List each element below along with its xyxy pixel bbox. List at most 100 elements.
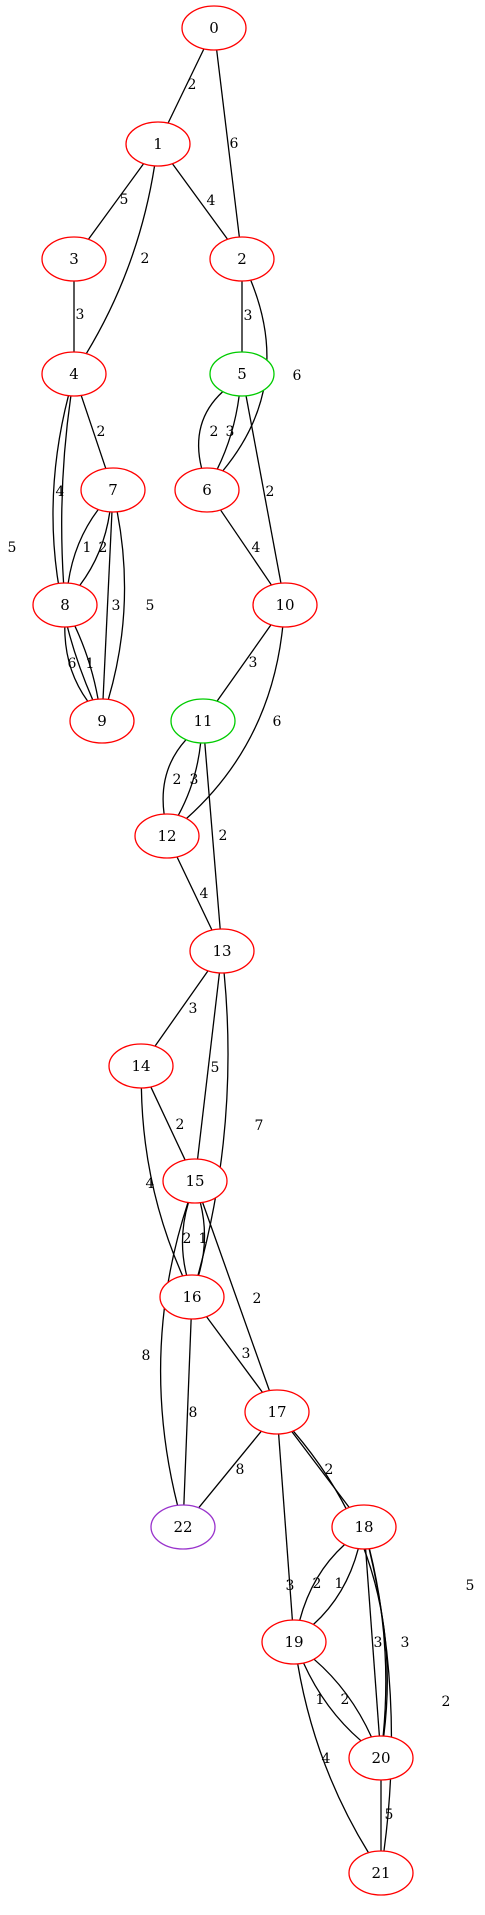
edge-label-13-15: 5 xyxy=(211,1060,220,1076)
edge-label-15-16: 2 xyxy=(183,1231,192,1247)
node-ellipse-7 xyxy=(80,467,146,513)
edge-13-16 xyxy=(197,972,229,1276)
edge-label-2-6: 6 xyxy=(293,368,302,384)
edge-7-9 xyxy=(102,511,113,700)
node-10: 10 xyxy=(252,582,318,628)
node-label-11: 11 xyxy=(193,712,212,730)
edge-label-0-2: 6 xyxy=(230,136,239,152)
edge-label-1-3: 5 xyxy=(120,192,129,208)
node-ellipse-17 xyxy=(244,1389,310,1435)
edge-11-13 xyxy=(204,742,221,930)
node-ellipse-11 xyxy=(170,698,236,744)
edge-6-10 xyxy=(219,509,273,586)
edge-11-12 xyxy=(162,739,187,815)
edge-label-15-17: 2 xyxy=(253,1291,262,1307)
node-ellipse-0 xyxy=(181,5,247,51)
node-label-2: 2 xyxy=(237,250,247,268)
edge-18-20 xyxy=(364,1548,381,1737)
node-1: 1 xyxy=(125,121,191,167)
node-20: 20 xyxy=(348,1735,414,1781)
node-ellipse-12 xyxy=(134,813,200,859)
edge-label-4-8: 4 xyxy=(56,484,65,500)
node-ellipse-22 xyxy=(150,1504,216,1550)
node-label-0: 0 xyxy=(209,19,219,37)
node-15: 15 xyxy=(162,1158,228,1204)
edge-label-8-9: 6 xyxy=(68,656,77,672)
edge-16-17 xyxy=(205,1316,264,1393)
edge-8-9 xyxy=(64,626,89,702)
edge-label-7-9: 5 xyxy=(146,598,155,614)
edge-18-21 xyxy=(368,1548,393,1852)
edge-label-17-18: 2 xyxy=(325,1462,334,1478)
node-ellipse-2 xyxy=(209,236,275,282)
edge-label-13-16: 7 xyxy=(255,1118,264,1134)
edge-label-16-17: 3 xyxy=(242,1346,251,1362)
node-label-1: 1 xyxy=(153,135,163,153)
node-ellipse-9 xyxy=(69,698,135,744)
edge-13-14 xyxy=(154,970,209,1047)
edge-17-19 xyxy=(277,1433,294,1621)
edge-1-2 xyxy=(171,163,229,240)
edge-label-1-2: 4 xyxy=(207,193,216,209)
edge-label-6-10: 4 xyxy=(252,540,261,556)
edge-19-20 xyxy=(302,1662,362,1742)
node-ellipse-15 xyxy=(162,1158,228,1204)
node-8: 8 xyxy=(32,582,98,628)
edge-label-19-20: 2 xyxy=(341,1692,350,1708)
edge-label-18-19: 2 xyxy=(313,1576,322,1592)
node-label-8: 8 xyxy=(60,596,70,614)
edge-11-12 xyxy=(177,742,202,816)
edge-13-15 xyxy=(196,972,221,1160)
edge-label-20-21: 5 xyxy=(385,1807,394,1823)
edge-7-9 xyxy=(107,511,126,700)
node-14: 14 xyxy=(108,1043,174,1089)
edge-4-8 xyxy=(61,395,72,584)
edge-label-15-16: 1 xyxy=(199,1231,208,1247)
node-label-15: 15 xyxy=(185,1172,204,1190)
edge-0-2 xyxy=(216,49,240,238)
edge-15-17 xyxy=(201,1202,271,1391)
edge-15-22 xyxy=(159,1202,189,1506)
edge-label-16-22: 8 xyxy=(189,1405,198,1421)
node-ellipse-16 xyxy=(159,1274,225,1320)
edge-4-7 xyxy=(80,395,107,469)
node-label-21: 21 xyxy=(371,1864,390,1882)
edge-label-7-8: 1 xyxy=(83,540,92,556)
node-ellipse-18 xyxy=(331,1504,397,1550)
node-6: 6 xyxy=(174,467,240,513)
node-4: 4 xyxy=(41,351,107,397)
edge-16-22 xyxy=(183,1318,192,1506)
edge-5-6 xyxy=(198,391,224,469)
edge-label-18-19: 1 xyxy=(335,1576,344,1592)
node-ellipse-13 xyxy=(189,928,255,974)
edge-19-21 xyxy=(297,1663,370,1854)
edge-15-16 xyxy=(181,1202,190,1276)
edge-label-17-19: 3 xyxy=(286,1578,295,1594)
node-7: 7 xyxy=(80,467,146,513)
node-ellipse-1 xyxy=(125,121,191,167)
node-ellipse-21 xyxy=(348,1850,414,1896)
node-ellipse-4 xyxy=(41,351,107,397)
edge-label-5-10: 2 xyxy=(266,484,275,500)
edge-label-15-22: 8 xyxy=(142,1348,151,1364)
edge-7-8 xyxy=(67,509,99,584)
node-label-14: 14 xyxy=(131,1057,150,1075)
edge-label-8-9: 1 xyxy=(86,656,95,672)
edge-label-3-4: 3 xyxy=(76,307,85,323)
node-label-7: 7 xyxy=(108,481,118,499)
node-5: 5 xyxy=(209,351,275,397)
edge-4-9 xyxy=(52,395,94,701)
edge-10-11 xyxy=(216,624,272,702)
edge-0-1 xyxy=(167,48,205,124)
edges-layer xyxy=(52,48,393,1854)
edge-5-10 xyxy=(245,395,282,584)
edge-17-22 xyxy=(198,1430,262,1509)
edge-label-18-21: 2 xyxy=(442,1694,451,1710)
node-ellipse-19 xyxy=(261,1619,327,1665)
node-label-10: 10 xyxy=(275,596,294,614)
node-9: 9 xyxy=(69,698,135,744)
edge-12-13 xyxy=(176,856,213,931)
edge-label-2-5: 3 xyxy=(244,308,253,324)
